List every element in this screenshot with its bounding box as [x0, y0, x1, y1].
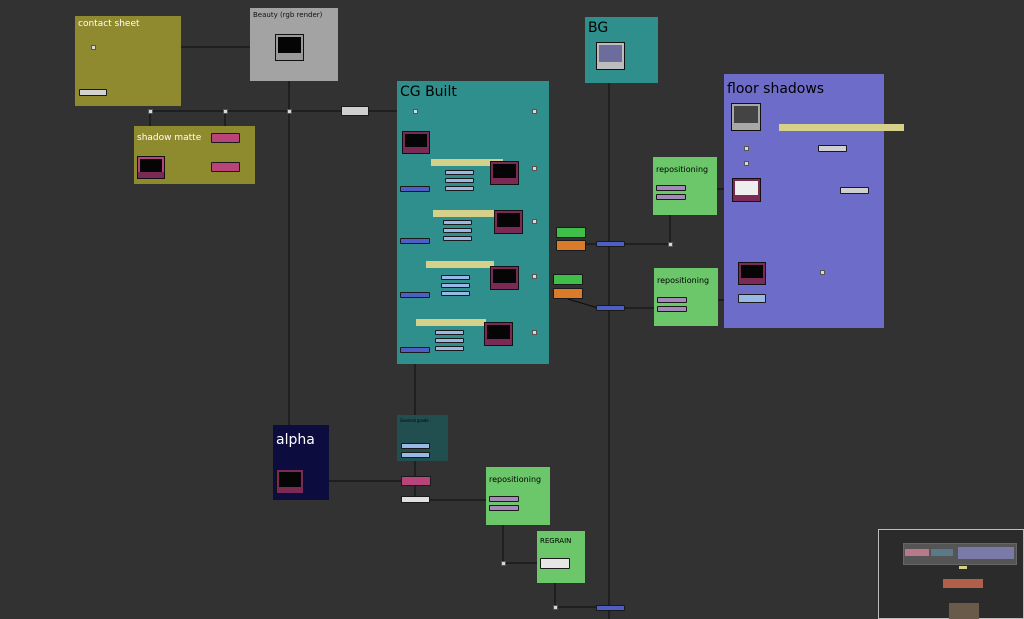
- grade-node[interactable]: [441, 283, 470, 288]
- read-node-beauty[interactable]: [275, 34, 304, 61]
- merge-node[interactable]: [596, 305, 625, 311]
- wire-dot[interactable]: [287, 109, 292, 114]
- wire-dot[interactable]: [668, 242, 673, 247]
- read-node-shadow-matte[interactable]: [137, 156, 165, 179]
- grade-node[interactable]: [441, 275, 470, 280]
- grade-node[interactable]: [738, 294, 766, 303]
- grade-node[interactable]: [443, 236, 472, 241]
- read-node-cg-4[interactable]: [490, 266, 519, 290]
- read-node-cg-2[interactable]: [490, 161, 519, 185]
- contact-sheet-node[interactable]: [79, 89, 107, 96]
- merge-node[interactable]: [400, 292, 430, 298]
- backdrop-label: alpha: [276, 432, 315, 448]
- sticky-note[interactable]: [779, 124, 904, 131]
- navigator-minimap[interactable]: navigator: [878, 529, 1024, 619]
- crop-node[interactable]: [341, 106, 369, 116]
- grade-node[interactable]: [401, 443, 430, 449]
- grade-node[interactable]: [445, 178, 474, 183]
- transform-node[interactable]: [657, 306, 687, 312]
- backdrop-label: shadow matte: [137, 133, 202, 143]
- grade-node[interactable]: [441, 291, 470, 296]
- grade-node[interactable]: [435, 338, 464, 343]
- backdrop-label: contact sheet: [78, 19, 140, 29]
- wire-dot[interactable]: [532, 166, 537, 171]
- grade-node[interactable]: [445, 186, 474, 191]
- wire-dot[interactable]: [553, 605, 558, 610]
- backdrop-regrain[interactable]: REGRAIN: [537, 531, 585, 583]
- backdrop-cg-built[interactable]: CG Built: [397, 81, 549, 364]
- wire-dot[interactable]: [223, 109, 228, 114]
- backdrop-label: CG Built: [400, 84, 457, 100]
- backdrop-label: repositioning: [656, 165, 709, 174]
- shuffle-node[interactable]: [211, 133, 240, 143]
- grade-node[interactable]: [435, 346, 464, 351]
- wire-dot[interactable]: [91, 45, 96, 50]
- wire-dot[interactable]: [532, 274, 537, 279]
- minimap-region: [943, 579, 983, 588]
- transform-node[interactable]: [656, 194, 686, 200]
- shuffle-node[interactable]: [211, 162, 240, 172]
- backdrop-label: floor shadows: [727, 81, 825, 97]
- minimap-region: [949, 603, 979, 619]
- wire-dot[interactable]: [744, 146, 749, 151]
- transform-node[interactable]: [489, 505, 519, 511]
- shuffle-node[interactable]: [401, 476, 431, 486]
- read-node-floor-1[interactable]: [732, 178, 761, 202]
- grade-node[interactable]: [443, 220, 472, 225]
- read-node-alpha[interactable]: [276, 469, 304, 494]
- backdrop-label: Beauty (rgb render): [253, 11, 323, 19]
- merge-node[interactable]: [400, 347, 430, 353]
- grade-node[interactable]: [445, 170, 474, 175]
- grade-node[interactable]: [443, 228, 472, 233]
- read-node-cg-5[interactable]: [484, 322, 513, 346]
- wire-dot[interactable]: [744, 161, 749, 166]
- read-node-bg[interactable]: [596, 42, 625, 70]
- grey-node[interactable]: [840, 187, 869, 194]
- merge-node[interactable]: [400, 186, 430, 192]
- wire-dot[interactable]: [501, 561, 506, 566]
- merge-node[interactable]: [596, 605, 625, 611]
- backdrop-beauty[interactable]: Beauty (rgb render): [250, 8, 338, 81]
- wire-dot[interactable]: [413, 109, 418, 114]
- orange-node[interactable]: [556, 240, 586, 251]
- grade-node[interactable]: [401, 452, 430, 458]
- wire-dot[interactable]: [532, 109, 537, 114]
- wire-dot[interactable]: [820, 270, 825, 275]
- green-node[interactable]: [556, 227, 586, 238]
- wire: [567, 298, 599, 309]
- read-node-floor-2[interactable]: [738, 262, 766, 285]
- backdrop-label: BG: [588, 20, 609, 36]
- wire-dot[interactable]: [532, 219, 537, 224]
- grain-node[interactable]: [540, 558, 570, 569]
- wire-dot[interactable]: [148, 109, 153, 114]
- read-node-cg-3[interactable]: [494, 210, 523, 234]
- transform-node[interactable]: [657, 297, 687, 303]
- green-node[interactable]: [553, 274, 583, 285]
- sticky-note[interactable]: [426, 261, 494, 268]
- grey-node[interactable]: [818, 145, 847, 152]
- copy-node[interactable]: [401, 496, 430, 503]
- minimap-region: [959, 566, 967, 569]
- backdrop-label: REGRAIN: [540, 537, 572, 545]
- grade-node[interactable]: [435, 330, 464, 335]
- sticky-note[interactable]: [416, 319, 486, 326]
- backdrop-label: General grade: [400, 418, 429, 423]
- merge-node[interactable]: [596, 241, 625, 247]
- merge-node[interactable]: [400, 238, 430, 244]
- minimap-region: [903, 543, 1017, 565]
- backdrop-label: repositioning: [489, 475, 542, 484]
- transform-node[interactable]: [656, 185, 686, 191]
- orange-node[interactable]: [553, 288, 583, 299]
- sticky-note[interactable]: [431, 159, 503, 166]
- read-node-cg-1[interactable]: [402, 131, 430, 154]
- transform-node[interactable]: [489, 496, 519, 502]
- sticky-note[interactable]: [433, 210, 497, 217]
- backdrop-label: repositioning: [657, 276, 710, 285]
- wire-dot[interactable]: [532, 330, 537, 335]
- read-node-floor-shadows[interactable]: [731, 103, 761, 131]
